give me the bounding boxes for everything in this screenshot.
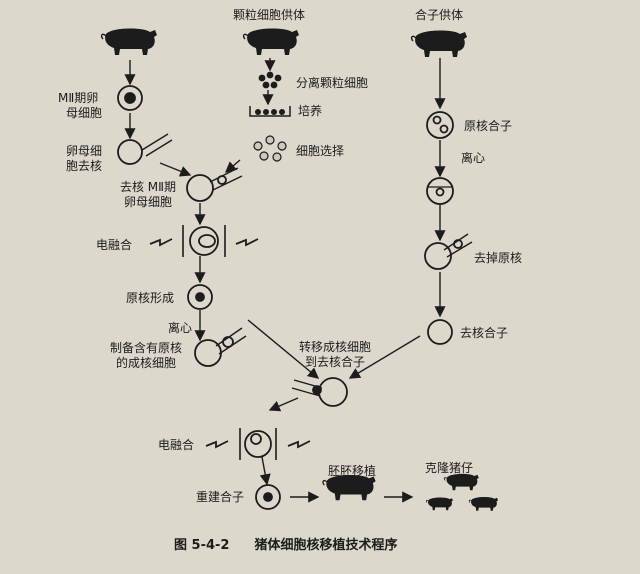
- label-transfer-line1: 转移成核细胞: [290, 340, 380, 355]
- enucleated-zygote-cell: [428, 320, 452, 344]
- karyoplast-transfer-cell: [292, 378, 347, 406]
- label-enucleated-zygote: 去核合子: [460, 326, 508, 341]
- selected-cells: [254, 136, 286, 161]
- label-enucleated-mii: 去核 MⅡ期 卵母细胞: [108, 180, 188, 210]
- reconstructed-zygote-cell: [256, 485, 280, 509]
- pig-icon-zygote-donor: [412, 30, 467, 57]
- label-mii-oocyte: MⅡ期卵 母细胞: [58, 91, 102, 121]
- label-pronuclear-zygote: 原核合子: [464, 119, 512, 134]
- label-reconstructed-zygote: 重建合子: [196, 490, 244, 505]
- label-culture: 培养: [298, 104, 322, 119]
- label-cloned-piglets: 克隆猪仔: [425, 461, 473, 476]
- electrofusion-cell-1: [183, 225, 225, 257]
- label-mii-oocyte-line2: 母细胞: [58, 106, 102, 121]
- label-remove-pronucleus: 去掉原核: [474, 251, 522, 266]
- label-granulosa-donor: 颗粒细胞供体: [233, 8, 305, 23]
- pronuclear-zygote-cell: [427, 112, 453, 138]
- label-transfer-line2: 到去核合子: [290, 355, 380, 370]
- electrofusion-cell-2: [240, 428, 276, 460]
- karyoplast-preparation-cell: [195, 328, 246, 366]
- culture-dish: [250, 106, 290, 116]
- centrifuged-zygote-cell: [427, 178, 453, 204]
- cloned-piglet-icon-2: [426, 497, 453, 510]
- label-mii-oocyte-line1: MⅡ期卵: [58, 91, 102, 106]
- pronucleus-formation-cell: [188, 285, 212, 309]
- label-centrifuge-1: 离心: [168, 321, 192, 336]
- label-pronucleus-formation: 原核形成: [126, 291, 174, 306]
- figure-number: 图 5-4-2: [174, 538, 229, 553]
- pig-icon-granulosa-donor: [244, 28, 299, 55]
- mii-oocyte-cell: [118, 86, 142, 110]
- oocyte-enucleation-cell: [118, 134, 172, 164]
- pig-icon-oocyte-donor: [102, 28, 157, 55]
- label-embryo-transfer: 胚胚移植: [328, 464, 376, 479]
- label-cell-select: 细胞选择: [296, 144, 344, 159]
- pronucleus-removal-cell: [425, 234, 472, 269]
- figure-caption: 图 5-4-2 猪体细胞核移植技术程序: [174, 534, 398, 553]
- label-oocyte-enucleate: 卵母细 胞去核: [66, 144, 102, 174]
- label-electrofusion-2: 电融合: [158, 438, 194, 453]
- label-enucleated-mii-line1: 去核 MⅡ期: [108, 180, 188, 195]
- label-transfer-karyoplast: 转移成核细胞 到去核合子: [290, 340, 380, 370]
- label-prepare-line1: 制备含有原核: [100, 341, 192, 356]
- cloned-piglet-icon-1: [444, 474, 478, 490]
- label-prepare-line2: 的成核细胞: [100, 356, 192, 371]
- label-isolate-granulosa: 分离颗粒细胞: [296, 76, 368, 91]
- granulosa-cell-cluster: [259, 72, 282, 89]
- label-zygote-donor: 合子供体: [415, 8, 463, 23]
- label-oocyte-enucleate-line2: 胞去核: [66, 159, 102, 174]
- cloned-piglet-icon-3: [469, 497, 498, 511]
- label-electrofusion-1: 电融合: [96, 238, 132, 253]
- flow-arrows: [130, 58, 440, 497]
- enucleated-mii-oocyte-cell: [187, 168, 242, 201]
- figure-title: 猪体细胞核移植技术程序: [255, 538, 398, 553]
- label-prepare-karyoplast: 制备含有原核 的成核细胞: [100, 341, 192, 371]
- label-oocyte-enucleate-line1: 卵母细: [66, 144, 102, 159]
- label-enucleated-mii-line2: 卵母细胞: [108, 195, 188, 210]
- label-centrifuge-2: 离心: [461, 151, 485, 166]
